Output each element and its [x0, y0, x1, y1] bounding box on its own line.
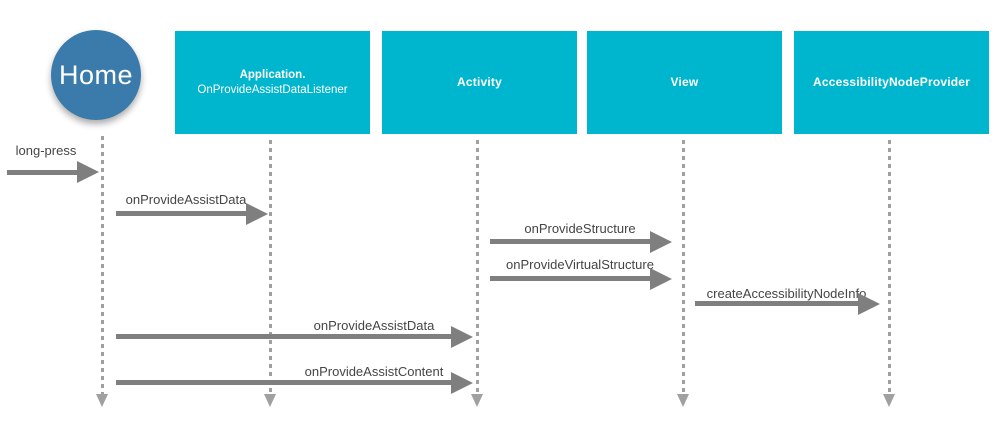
arrow-down-icon — [677, 394, 689, 407]
message-label-onprovideassistdata-2: onProvideAssistData — [313, 318, 435, 333]
message-arrow-createaccessibilitynodeinfo — [695, 301, 859, 306]
actor-box-accessibility-node-provider: AccessibilityNodeProvider — [794, 31, 989, 134]
arrow-right-icon — [650, 231, 672, 253]
actor-box-application: Application. OnProvideAssistDataListener — [175, 31, 370, 134]
message-arrow-onprovideassistdata-2 — [116, 334, 452, 339]
message-arrow-long-press — [7, 170, 78, 175]
arrow-right-icon — [451, 326, 473, 348]
arrow-down-icon — [96, 394, 108, 407]
message-label-onprovidevirtualstructure: onProvideVirtualStructure — [506, 257, 654, 272]
message-label-createaccessibilitynodeinfo: createAccessibilityNodeInfo — [706, 286, 867, 301]
lifeline-accessibility-node-provider — [888, 140, 891, 394]
arrow-right-icon — [858, 293, 880, 315]
actor-view-label: View — [670, 75, 699, 89]
arrow-right-icon — [77, 161, 99, 183]
arrow-right-icon — [451, 372, 473, 394]
message-arrow-onprovideassistdata — [116, 211, 247, 216]
actor-home-circle: Home — [51, 30, 141, 120]
lifeline-home — [101, 136, 104, 394]
message-label-long-press: long-press — [15, 143, 77, 158]
arrow-right-icon — [246, 203, 268, 225]
actor-application-subtitle: OnProvideAssistDataListener — [197, 83, 348, 96]
actor-home-label: Home — [58, 59, 134, 90]
actor-box-view: View — [587, 31, 782, 134]
message-arrow-onprovidevirtualstructure — [490, 276, 651, 281]
actor-activity-label: Activity — [457, 75, 502, 89]
message-label-onprovideassistcontent: onProvideAssistContent — [304, 364, 444, 379]
arrow-down-icon — [264, 394, 276, 407]
lifeline-activity — [476, 140, 479, 394]
message-label-onprovideassistdata: onProvideAssistData — [125, 192, 247, 207]
arrow-right-icon — [650, 268, 672, 290]
arrow-down-icon — [471, 394, 483, 407]
lifeline-view — [682, 140, 685, 394]
message-label-onprovidestructure: onProvideStructure — [524, 221, 636, 236]
message-arrow-onprovidestructure — [490, 239, 651, 244]
message-arrow-onprovideassistcontent — [116, 380, 452, 385]
actor-application-title: Application. — [239, 69, 306, 82]
actor-accessibility-node-provider-label: AccessibilityNodeProvider — [812, 75, 971, 89]
actor-box-activity: Activity — [382, 31, 577, 134]
lifeline-application — [269, 140, 272, 394]
arrow-down-icon — [883, 394, 895, 407]
